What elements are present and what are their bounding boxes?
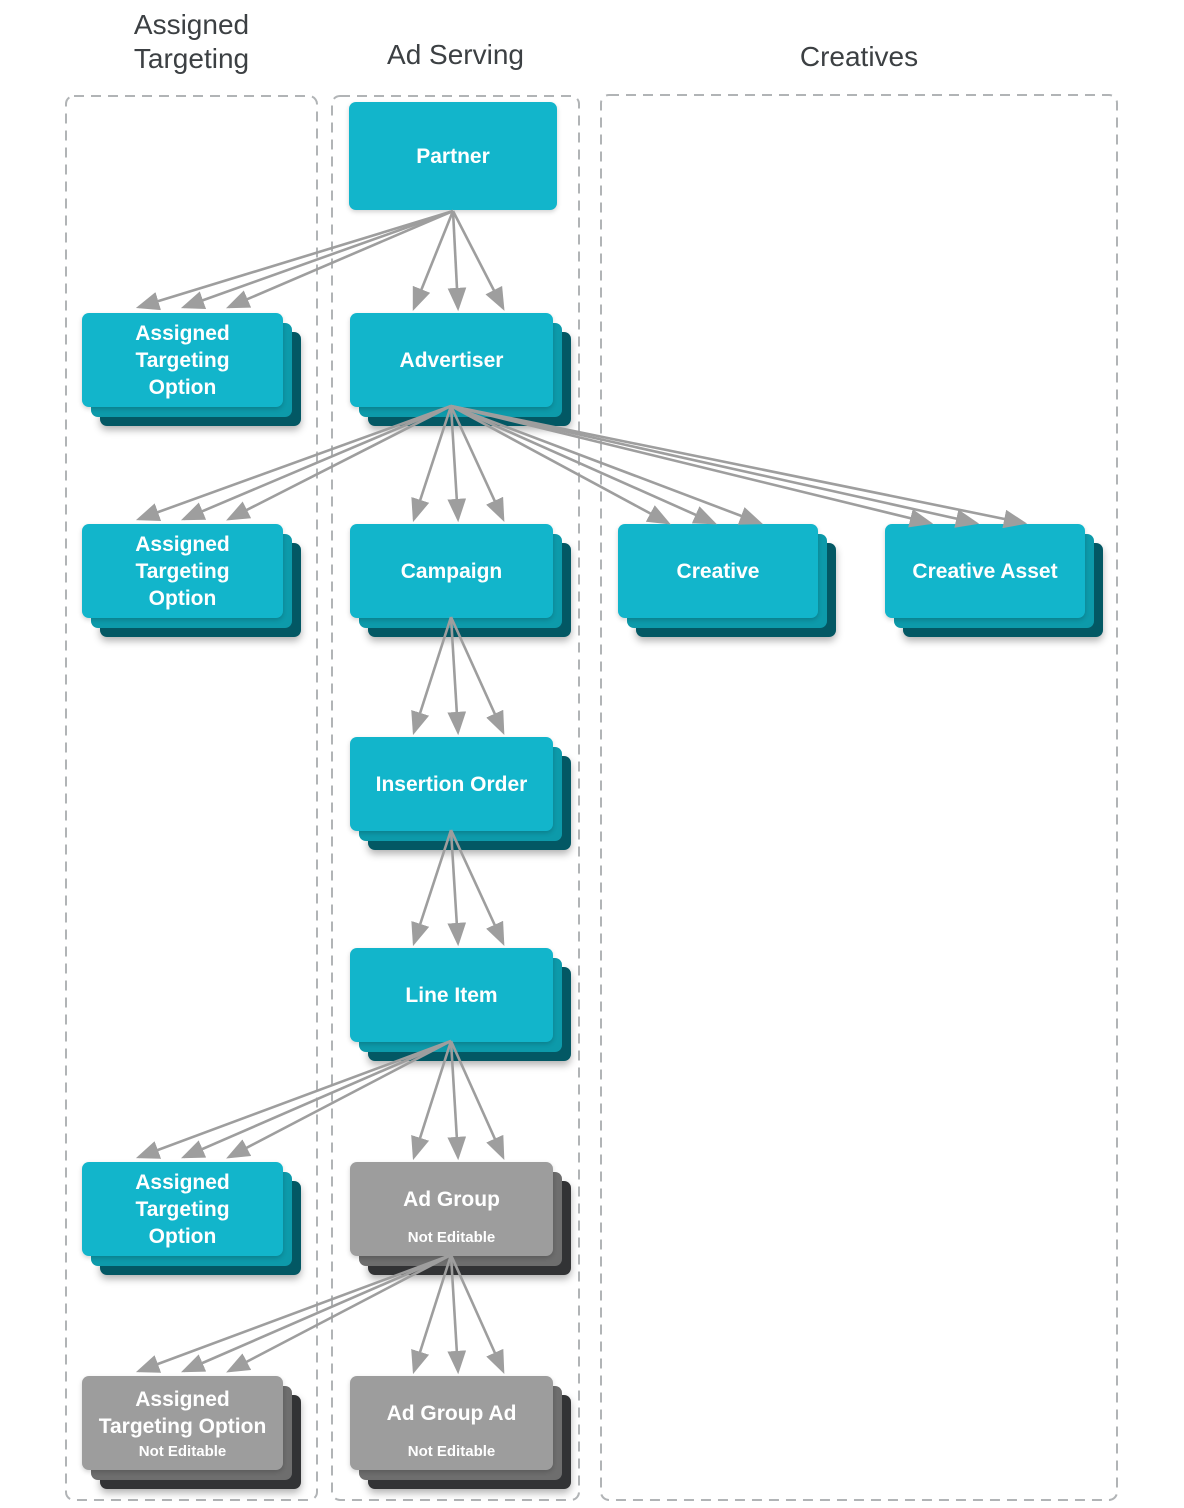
node-insertion-order: Insertion Order (350, 737, 571, 850)
node-advertiser: Advertiser (350, 313, 571, 426)
node-label: Campaign (400, 559, 503, 583)
node-label: Assigned Targeting Option (135, 1170, 230, 1248)
column-border-assigned-targeting (65, 95, 318, 1501)
column-title-assigned-targeting: Assigned Targeting (66, 8, 317, 76)
node-assigned-targeting-option-2: Assigned Targeting Option (82, 524, 301, 637)
node-sublabel: Not Editable (138, 1443, 227, 1460)
node-assigned-targeting-option-not-editable: Assigned Targeting Option Not Editable (82, 1376, 301, 1489)
node-creative: Creative (618, 524, 836, 637)
node-ad-group-ad: Ad Group Ad Not Editable (350, 1376, 571, 1489)
node-label: Ad Group (403, 1187, 500, 1211)
node-creative-asset: Creative Asset (885, 524, 1103, 637)
node-ad-group: Ad Group Not Editable (350, 1162, 571, 1275)
node-sublabel: Not Editable (407, 1443, 496, 1460)
node-campaign: Campaign (350, 524, 571, 637)
node-assigned-targeting-option-1: Assigned Targeting Option (82, 313, 301, 426)
node-label: Insertion Order (375, 772, 528, 796)
node-partner: Partner (349, 102, 557, 210)
node-label: Partner (416, 144, 490, 168)
node-assigned-targeting-option-3: Assigned Targeting Option (82, 1162, 301, 1275)
column-border-creatives (600, 94, 1118, 1501)
column-title-text: Creatives (799, 41, 919, 72)
node-label: Creative Asset (912, 559, 1058, 583)
edge-partner-to-advertiser (412, 210, 505, 312)
column-title-creatives: Creatives (601, 40, 1117, 74)
node-line-item: Line Item (350, 948, 571, 1061)
column-title-text: Ad Serving (387, 39, 524, 70)
node-label: Line Item (405, 983, 498, 1007)
node-label: Ad Group Ad (386, 1401, 517, 1425)
edge-partner-to-assigned-targeting-option-1 (135, 209, 454, 311)
column-title-ad-serving: Ad Serving (332, 38, 579, 72)
node-label: Advertiser (399, 348, 504, 372)
column-title-text: Assigned Targeting (133, 9, 250, 74)
node-label: Assigned Targeting Option (98, 1388, 267, 1438)
node-label: Assigned Targeting Option (135, 321, 230, 399)
node-label: Creative (676, 559, 760, 583)
node-label: Assigned Targeting Option (135, 532, 230, 610)
node-sublabel: Not Editable (407, 1229, 496, 1246)
